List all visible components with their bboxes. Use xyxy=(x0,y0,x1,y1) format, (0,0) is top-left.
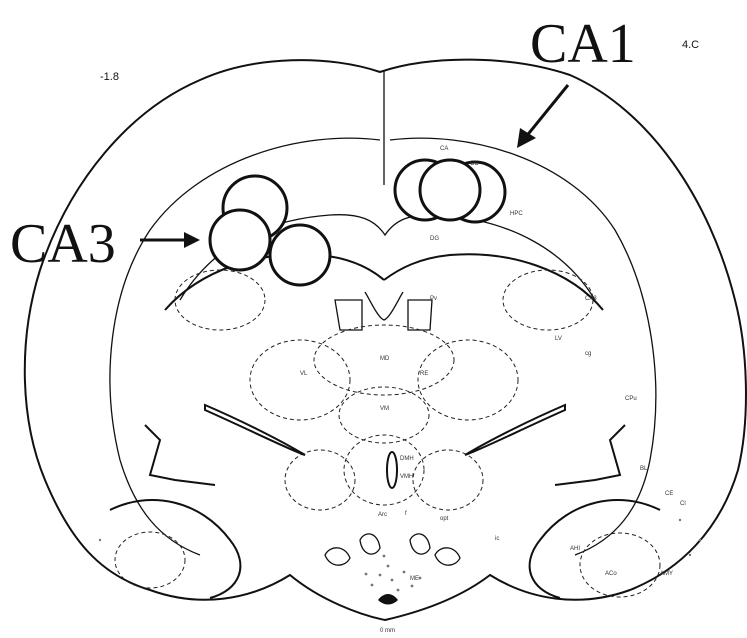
atlas-label-19: AHI xyxy=(570,546,580,552)
ca3-label: CA3 xyxy=(10,213,116,275)
nucleus-vl-right xyxy=(418,340,518,420)
optic-tract-cluster xyxy=(325,534,460,565)
nucleus-lh-left xyxy=(285,450,355,510)
ca1-label: CA1 xyxy=(530,13,636,75)
internal-capsule-left xyxy=(205,405,305,455)
atlas-label-8: MD xyxy=(380,356,390,362)
section-level-left: -1.8 xyxy=(100,71,119,83)
thalamus-box-right xyxy=(408,300,432,330)
thalamus-box-left xyxy=(335,300,362,330)
atlas-label-22: opt xyxy=(440,516,449,522)
atlas-label-7: LV xyxy=(555,336,562,342)
atlas-label-18: BL xyxy=(640,466,648,472)
cpu-right xyxy=(503,270,593,330)
atlas-label-15: Arc xyxy=(378,512,387,518)
atlas-label-16: ACo xyxy=(605,571,617,577)
atlas-label-2: DG xyxy=(430,236,439,242)
ca1-placements xyxy=(395,160,505,222)
cpu-left xyxy=(175,270,265,330)
atlas-label-6: CPu xyxy=(625,396,637,402)
atlas-label-24: ic xyxy=(495,536,499,542)
lateral-notch-left xyxy=(145,425,215,485)
ca1-placement-3 xyxy=(420,160,480,220)
atlas-label-10: VM xyxy=(380,406,389,412)
atlas-label-17: CE xyxy=(665,491,673,497)
atlas-label-11: RE xyxy=(420,371,428,377)
ca3-arrow xyxy=(140,232,200,248)
amygdala-nucleus-right xyxy=(580,533,660,597)
amygdala-right xyxy=(530,500,660,598)
atlas-label-12: Pv xyxy=(430,296,437,302)
atlas-label-9: VL xyxy=(300,371,308,377)
bottom-mark: 0 mm xyxy=(380,628,395,634)
nucleus-lh-right xyxy=(413,450,483,510)
ca1-arrow xyxy=(517,85,568,148)
nucleus-dmh xyxy=(344,435,424,505)
third-ventricle xyxy=(365,292,403,320)
nucleus-vl-left xyxy=(250,340,350,420)
ca3-placement-2 xyxy=(210,210,270,270)
atlas-label-0: CA xyxy=(440,146,448,152)
hippocampus-lower-right xyxy=(384,254,603,310)
mammillothalamic-tract xyxy=(387,452,397,488)
section-level-right: 4.C xyxy=(682,39,699,51)
atlas-label-14: VMH xyxy=(400,474,413,480)
atlas-label-3: HPC xyxy=(510,211,523,217)
lateral-notch-right xyxy=(555,425,625,485)
ca3-placement-3 xyxy=(270,225,330,285)
atlas-label-21: ME xyxy=(410,576,419,582)
atlas-label-25: Cl xyxy=(680,501,686,507)
atlas-label-4: CA3 xyxy=(585,296,597,302)
atlas-label-13: DMH xyxy=(400,456,414,462)
atlas-label-1: CC xyxy=(470,161,479,167)
brain-outline xyxy=(25,60,746,620)
internal-capsule-right xyxy=(465,405,565,455)
ca3-placements xyxy=(210,176,330,285)
atlas-label-20: AMY xyxy=(660,571,673,577)
speckle-dots xyxy=(99,519,701,592)
median-eminence xyxy=(378,594,398,605)
atlas-label-23: f xyxy=(405,511,407,517)
atlas-label-5: cg xyxy=(585,351,591,357)
